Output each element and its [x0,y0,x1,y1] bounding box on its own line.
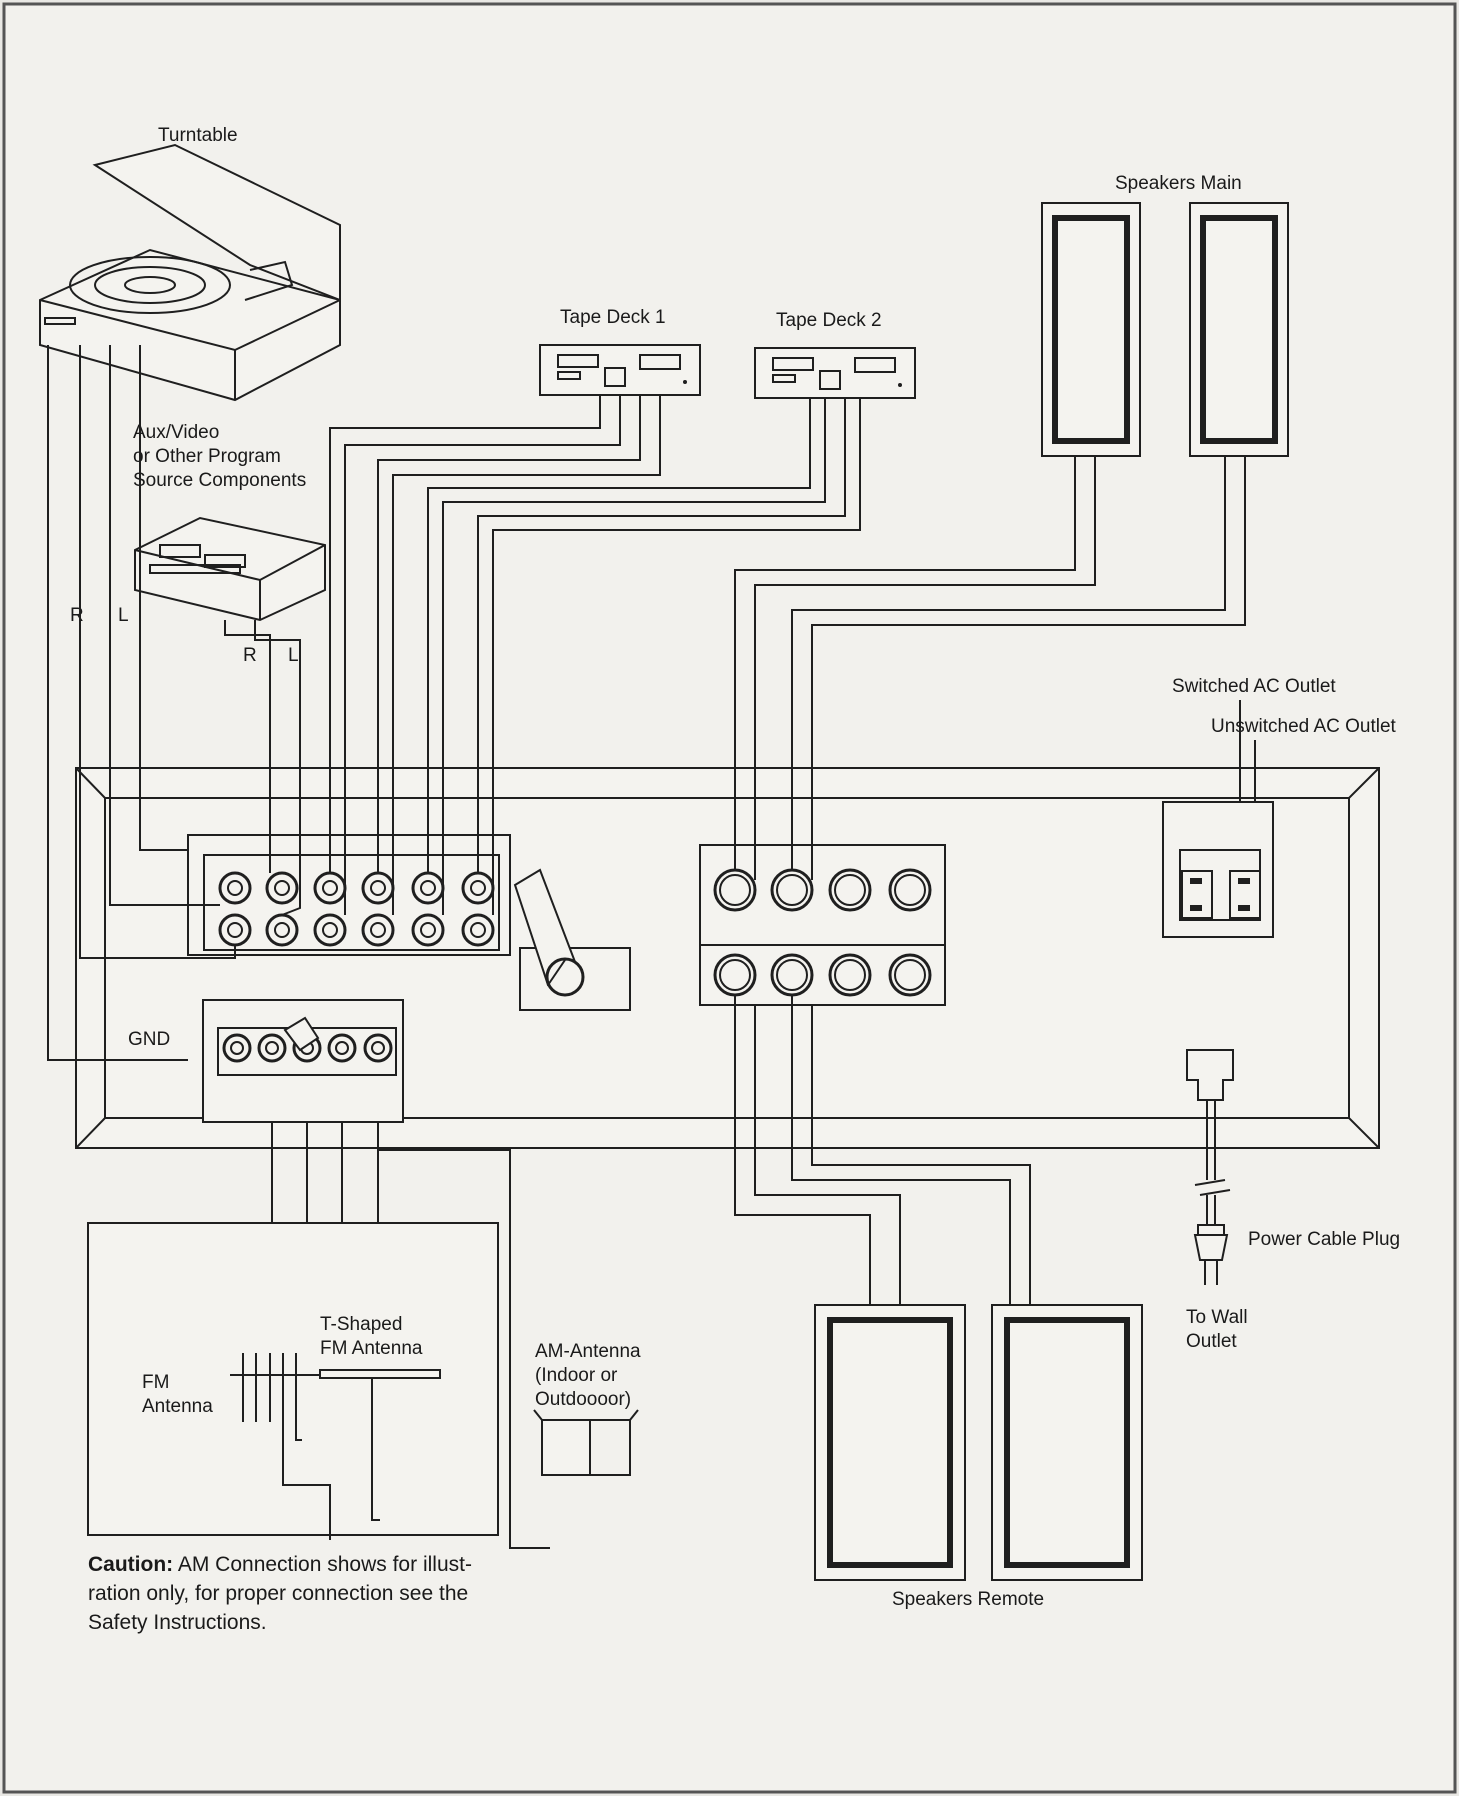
to-wall-label-2: Outlet [1186,1331,1237,1352]
antenna-terminals [222,1016,393,1063]
aux-label-2: or Other Program [133,446,281,467]
tshaped-antenna-icon [319,1369,441,1521]
signal-wires [47,345,1246,1305]
aux-label-1: Aux/Video [133,422,219,443]
switched-ac-label: Switched AC Outlet [1172,676,1336,697]
unswitched-ac-label: Unswitched AC Outlet [1211,716,1397,737]
speakers-remote-label: Speakers Remote [892,1589,1044,1610]
speaker-icon [1041,202,1289,457]
caution-line-3: Safety Instructions. [88,1611,267,1634]
to-wall-label-1: To Wall [1186,1307,1248,1328]
gnd-label: GND [128,1029,170,1050]
selector-switch [513,868,631,1011]
turntable-r-label: R [70,605,84,626]
aux-l-label: L [288,645,299,666]
aux-component-icon [134,516,326,622]
turntable-label: Turntable [158,125,238,146]
fm-antenna-label-2: Antenna [142,1396,213,1417]
power-plug-icon [1186,1049,1234,1285]
power-plug-label: Power Cable Plug [1248,1229,1400,1250]
caution-line-1: Caution: AM Connection shows for illust- [88,1553,472,1576]
antenna-wires [271,1122,550,1549]
speakers-main-label: Speakers Main [1115,173,1242,194]
am-antenna-label-1: AM-Antenna [535,1341,641,1362]
fm-antenna-icon [230,1353,331,1540]
speaker-terminals [713,868,932,997]
speaker-icon [814,1304,1143,1581]
tape-deck-icon [754,347,916,399]
aux-r-label: R [243,645,257,666]
tape-deck-1-label: Tape Deck 1 [560,307,666,328]
turntable-l-label: L [118,605,129,626]
fm-antenna-label-1: FM [142,1372,169,1393]
am-antenna-icon [533,1409,639,1476]
am-antenna-label-3: Outdoooor) [535,1389,631,1410]
tshaped-antenna-label-2: FM Antenna [320,1338,423,1359]
ac-outlet-icon [1162,801,1274,938]
am-antenna-label-2: (Indoor or [535,1365,618,1386]
tape-deck-2-label: Tape Deck 2 [776,310,882,331]
turntable-icon [39,143,341,402]
caution-line-2: ration only, for proper connection see t… [88,1582,468,1605]
tape-deck-icon [539,344,701,396]
tshaped-antenna-label-1: T-Shaped [320,1314,402,1335]
aux-label-3: Source Components [133,470,306,491]
